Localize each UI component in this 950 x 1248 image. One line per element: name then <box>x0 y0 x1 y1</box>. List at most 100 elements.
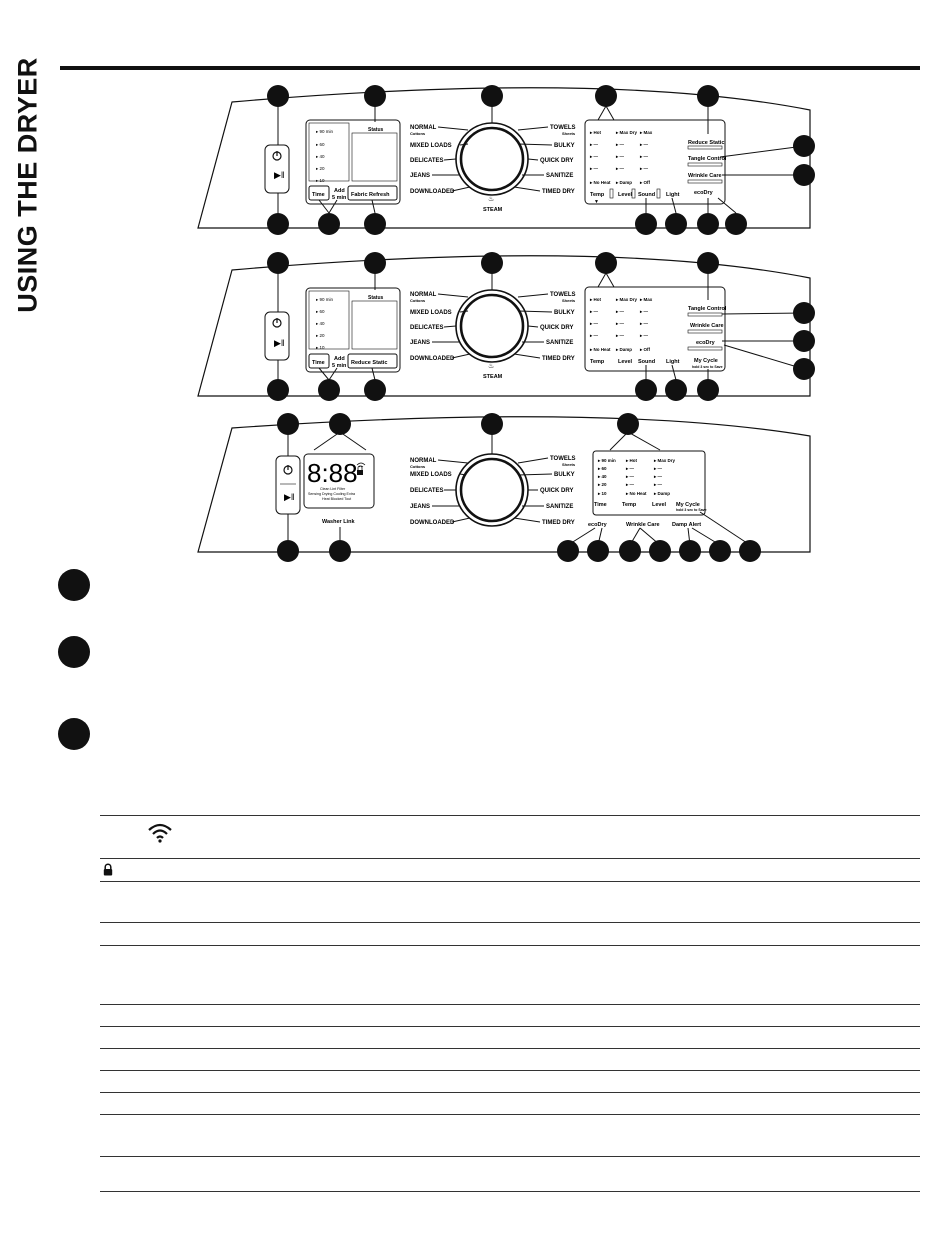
svg-text:▸ 20: ▸ 20 <box>597 482 607 487</box>
cycle-normal[interactable]: NORMAL <box>410 292 437 298</box>
cycle-delicates[interactable]: DELICATES <box>410 488 444 494</box>
svg-text:▸ —: ▸ — <box>615 333 625 338</box>
steam-icon: ♨ <box>488 195 494 203</box>
cycle-quick-dry[interactable]: QUICK DRY <box>540 488 573 494</box>
panel-2: ▶‖ Status ▸ 90 min ▸ 60 ▸ 40 ▸ 20 ▸ 10 T… <box>197 252 815 401</box>
cycle-jeans[interactable]: JEANS <box>410 173 430 179</box>
time-button[interactable]: Time <box>312 360 325 366</box>
svg-text:▸ Off: ▸ Off <box>639 180 651 185</box>
time-button[interactable]: Time <box>312 192 325 198</box>
svg-text:▸ —: ▸ — <box>589 166 599 171</box>
cycle-mixed-loads[interactable]: MIXED LOADS <box>410 472 452 478</box>
light-button[interactable]: Light <box>666 192 680 198</box>
my-cycle-button[interactable]: My Cycle <box>676 502 700 508</box>
svg-text:▸ No Heat: ▸ No Heat <box>589 180 611 185</box>
cycle-jeans[interactable]: JEANS <box>410 504 430 510</box>
cycle-sanitize[interactable]: SANITIZE <box>546 504 573 510</box>
level-button[interactable]: Level <box>652 502 667 508</box>
damp-alert-button[interactable]: Damp Alert <box>672 522 701 528</box>
svg-text:▸ 90 min: ▸ 90 min <box>316 297 334 302</box>
sound-button[interactable]: Sound <box>638 192 655 198</box>
cycle-delicates[interactable]: DELICATES <box>410 158 444 164</box>
cycle-quick-dry[interactable]: QUICK DRY <box>540 158 573 164</box>
svg-text:▸ Hot: ▸ Hot <box>589 297 602 302</box>
display-indicator-table <box>100 815 920 1192</box>
level-button[interactable]: Level <box>618 359 633 365</box>
svg-text:▸ —: ▸ — <box>639 154 649 159</box>
callout-markers <box>267 85 815 235</box>
cycle-mixed-loads[interactable]: MIXED LOADS <box>410 143 452 149</box>
cycle-timed-dry[interactable]: TIMED DRY <box>542 520 575 526</box>
cycle-sanitize[interactable]: SANITIZE <box>546 340 573 346</box>
wrinkle-care-button[interactable]: Wrinkle Care <box>688 173 722 179</box>
svg-text:▸ —: ▸ — <box>653 474 663 479</box>
fabric-refresh-button[interactable]: Fabric Refresh <box>351 192 390 198</box>
cycle-mixed-loads[interactable]: MIXED LOADS <box>410 310 452 316</box>
svg-text:Cottons: Cottons <box>410 131 426 136</box>
cycle-towels[interactable]: TOWELS <box>550 125 576 131</box>
cycle-bulky[interactable]: BULKY <box>554 143 575 149</box>
svg-text:▸ —: ▸ — <box>653 466 663 471</box>
svg-text:▼: ▼ <box>594 199 599 205</box>
sound-button[interactable]: Sound <box>638 359 655 365</box>
cycle-bulky[interactable]: BULKY <box>554 310 575 316</box>
svg-text:▸ Max: ▸ Max <box>639 297 653 302</box>
svg-text:▸ Damp: ▸ Damp <box>653 491 670 496</box>
temp-button[interactable]: Temp <box>622 502 637 508</box>
table-row <box>100 922 920 945</box>
cycle-downloaded[interactable]: DOWNLOADED <box>410 189 455 195</box>
my-cycle-button[interactable]: My Cycle <box>694 358 718 364</box>
cycle-sanitize[interactable]: SANITIZE <box>546 173 573 179</box>
wifi-icon <box>148 823 172 843</box>
svg-text:▸ —: ▸ — <box>589 309 599 314</box>
tangle-control-button[interactable]: Tangle Control <box>688 156 727 162</box>
svg-text:▸ —: ▸ — <box>615 166 625 171</box>
svg-text:▸ —: ▸ — <box>589 142 599 147</box>
reduce-static-button[interactable]: Reduce Static <box>351 360 387 366</box>
tangle-control-button[interactable]: Tangle Control <box>688 306 727 312</box>
level-button[interactable]: Level <box>618 192 633 198</box>
steam-label: STEAM <box>483 207 503 213</box>
svg-text:▸ 60: ▸ 60 <box>316 309 325 314</box>
cycle-downloaded[interactable]: DOWNLOADED <box>410 520 455 526</box>
svg-text:▸ —: ▸ — <box>639 309 649 314</box>
wrinkle-care-button[interactable]: Wrinkle Care <box>690 323 724 329</box>
svg-text:▸ —: ▸ — <box>625 482 635 487</box>
cycle-timed-dry[interactable]: TIMED DRY <box>542 356 575 362</box>
callout-marker <box>58 718 90 750</box>
reduce-static-button[interactable]: Reduce Static <box>688 140 724 146</box>
svg-text:▸ Hot: ▸ Hot <box>589 130 602 135</box>
svg-text:▸ Damp: ▸ Damp <box>615 347 632 352</box>
svg-text:▸ —: ▸ — <box>615 309 625 314</box>
status-label: Status <box>368 127 384 133</box>
svg-text:hold 3 sec to Save: hold 3 sec to Save <box>676 508 707 512</box>
cycle-delicates[interactable]: DELICATES <box>410 325 444 331</box>
cycle-bulky[interactable]: BULKY <box>554 472 575 478</box>
svg-text:▸ 20: ▸ 20 <box>316 333 325 338</box>
ecodry-button[interactable]: ecoDry <box>588 522 608 528</box>
cycle-list-right: TOWELS Sheets BULKY QUICK DRY SANITIZE T… <box>540 125 576 195</box>
svg-text:▸ —: ▸ — <box>615 154 625 159</box>
cycle-timed-dry[interactable]: TIMED DRY <box>542 189 575 195</box>
ecodry-button[interactable]: ecoDry <box>694 190 714 196</box>
cycle-jeans[interactable]: JEANS <box>410 340 430 346</box>
temp-button[interactable]: Temp <box>590 192 605 198</box>
cycle-quick-dry[interactable]: QUICK DRY <box>540 325 573 331</box>
add-button[interactable]: Add <box>334 188 345 194</box>
add-button[interactable]: Add <box>334 356 345 362</box>
svg-text:▸ Max: ▸ Max <box>639 130 653 135</box>
svg-text:▸ No Heat: ▸ No Heat <box>589 347 611 352</box>
start-pause-icon: ▶‖ <box>284 492 295 502</box>
light-button[interactable]: Light <box>666 359 680 365</box>
ecodry-button[interactable]: ecoDry <box>696 340 716 346</box>
cycle-downloaded[interactable]: DOWNLOADED <box>410 356 455 362</box>
cycle-normal[interactable]: NORMAL <box>410 458 437 464</box>
cycle-towels[interactable]: TOWELS <box>550 456 576 462</box>
temp-button[interactable]: Temp <box>590 359 605 365</box>
wrinkle-care-button[interactable]: Wrinkle Care <box>626 522 660 528</box>
cycle-normal[interactable]: NORMAL <box>410 125 437 131</box>
time-button[interactable]: Time <box>594 502 607 508</box>
cycle-towels[interactable]: TOWELS <box>550 292 576 298</box>
